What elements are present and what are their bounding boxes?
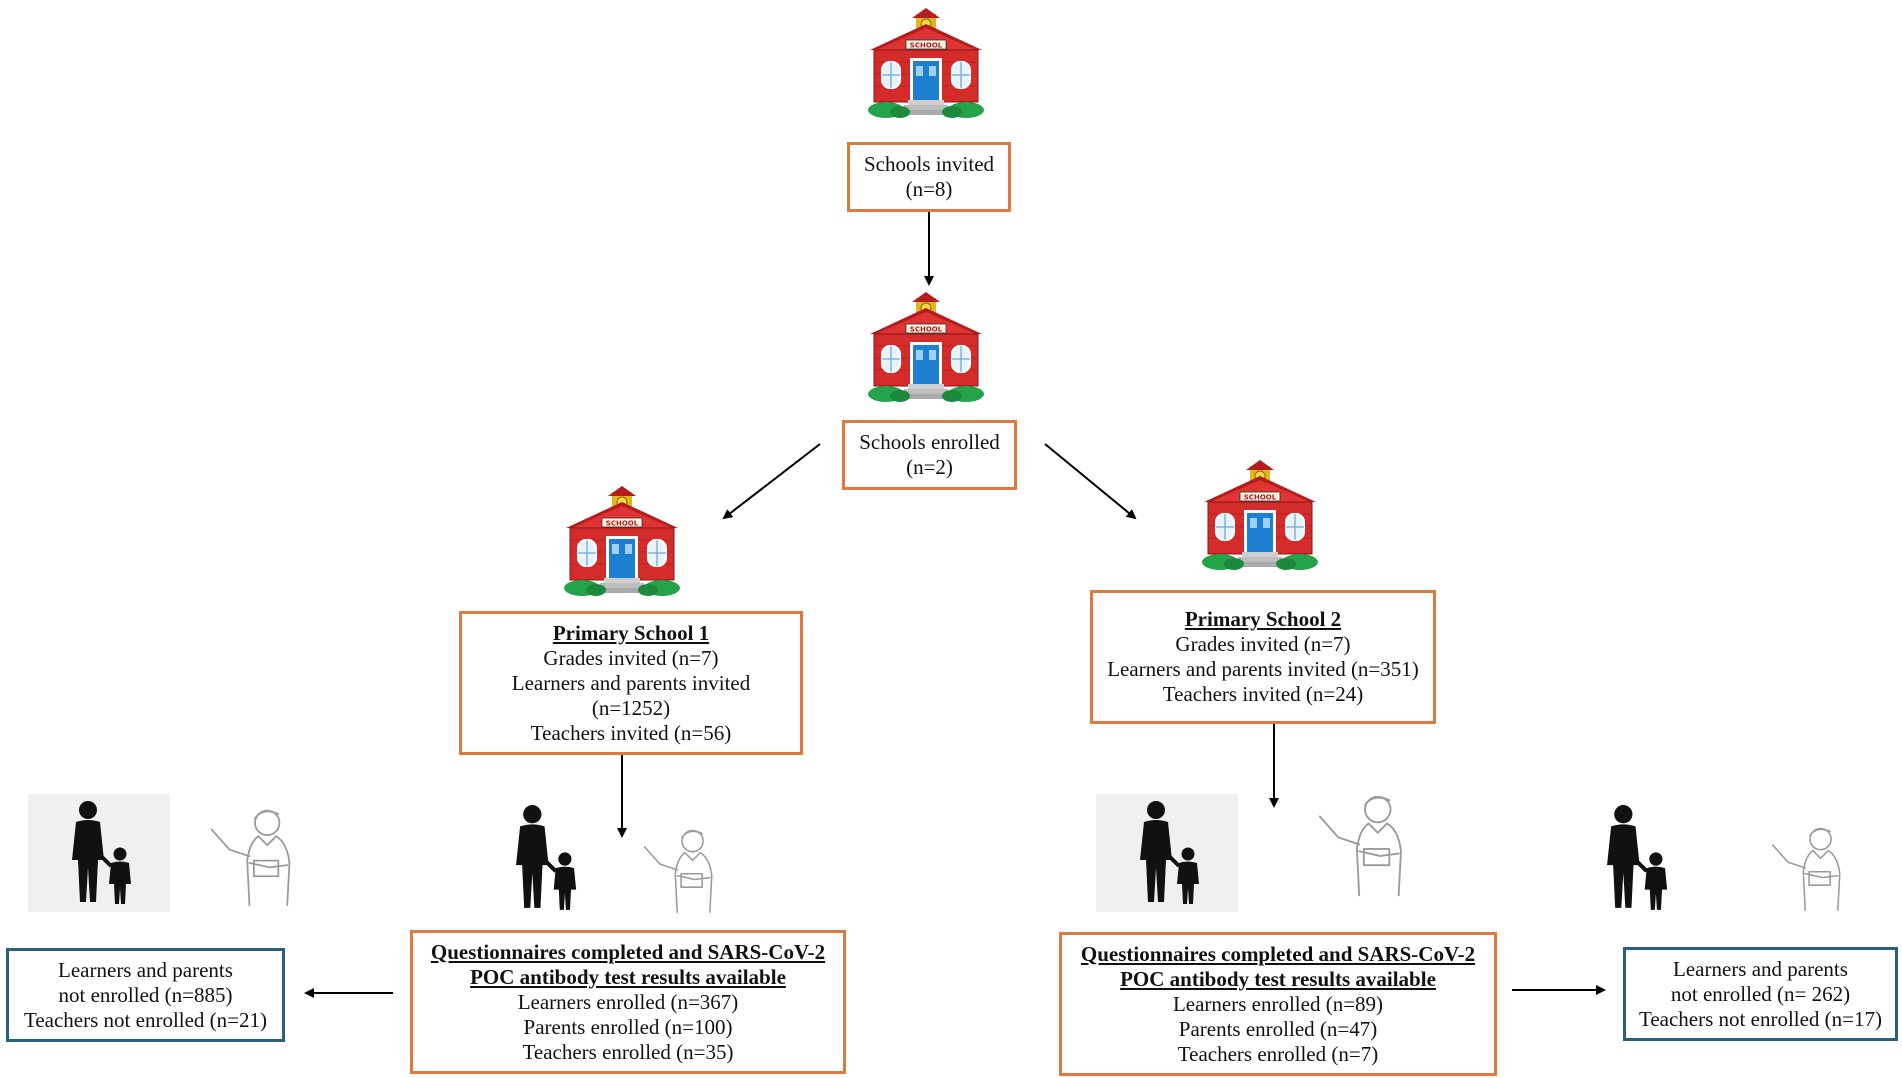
primary-school-2-box: Primary School 2 Grades invited (n=7) Le… xyxy=(1090,590,1436,724)
teacher-icon xyxy=(210,809,291,907)
not-enrolled-2-box: Learners and parents not enrolled (n= 26… xyxy=(1623,947,1898,1041)
teacher-icon xyxy=(643,829,713,914)
results-school-2-box: Questionnaires completed and SARS-CoV-2 … xyxy=(1059,932,1497,1076)
grades-invited-1: Grades invited (n=7) xyxy=(543,645,719,670)
primary-school-1-title: Primary School 1 xyxy=(552,620,710,645)
grades-invited-2: Grades invited (n=7) xyxy=(1175,632,1351,656)
schools-invited-label: Schools invited xyxy=(863,152,995,176)
results-1-title-line1: Questionnaires completed and SARS-CoV-2 xyxy=(430,939,826,964)
teachers-invited-2: Teachers invited (n=24) xyxy=(1162,682,1364,706)
teachers-enrolled-1: Teachers enrolled (n=35) xyxy=(522,1039,734,1064)
not-enrolled-2-line2: not enrolled (n= 262) xyxy=(1670,981,1851,1006)
not-enrolled-2-line1: Learners and parents xyxy=(1673,956,1848,981)
teacher-icon xyxy=(1771,827,1841,912)
not-enrolled-1-box: Learners and parents not enrolled (n=885… xyxy=(6,948,285,1042)
parent-child-icon xyxy=(28,794,170,912)
learners-parents-invited-2: Learners and parents invited (n=351) xyxy=(1107,657,1419,681)
results-2-title-line1: Questionnaires completed and SARS-CoV-2 xyxy=(1080,941,1476,966)
teachers-enrolled-2: Teachers enrolled (n=7) xyxy=(1177,1041,1379,1066)
schools-invited-box: Schools invited (n=8) xyxy=(847,142,1011,212)
school-icon xyxy=(866,6,986,124)
learners-enrolled-1: Learners enrolled (n=367) xyxy=(517,989,739,1014)
arrow-enrolled-to-school2 xyxy=(1044,443,1137,520)
learners-parents-invited-1: Learners and parents invited xyxy=(511,670,751,695)
learners-enrolled-2: Learners enrolled (n=89) xyxy=(1172,991,1384,1016)
schools-enrolled-box: Schools enrolled (n=2) xyxy=(842,420,1017,490)
not-enrolled-1-line2: not enrolled (n=885) xyxy=(58,982,233,1007)
teacher-icon xyxy=(1318,795,1402,897)
school-icon xyxy=(562,484,682,602)
primary-school-2-title: Primary School 2 xyxy=(1184,607,1342,631)
parent-child-icon xyxy=(495,800,595,918)
not-enrolled-1-line3: Teachers not enrolled (n=21) xyxy=(23,1007,268,1032)
primary-school-1-box: Primary School 1 Grades invited (n=7) Le… xyxy=(459,611,803,755)
schools-enrolled-count: (n=2) xyxy=(906,455,953,479)
not-enrolled-2-line3: Teachers not enrolled (n=17) xyxy=(1638,1006,1883,1031)
schools-enrolled-label: Schools enrolled xyxy=(859,430,1000,454)
teachers-invited-1: Teachers invited (n=56) xyxy=(530,720,732,745)
arrow-enrolled-to-school1 xyxy=(722,443,821,520)
learners-parents-invited-1-count: (n=1252) xyxy=(591,695,671,720)
parent-child-icon xyxy=(1586,800,1686,918)
not-enrolled-1-line1: Learners and parents xyxy=(58,957,233,982)
results-school-1-box: Questionnaires completed and SARS-CoV-2 … xyxy=(410,930,846,1074)
parents-enrolled-1: Parents enrolled (n=100) xyxy=(523,1014,733,1039)
results-1-title-line2: POC antibody test results available xyxy=(470,964,786,989)
school-icon xyxy=(1200,458,1320,576)
results-2-title-line2: POC antibody test results available xyxy=(1120,966,1436,991)
school-icon xyxy=(866,290,986,408)
parents-enrolled-2: Parents enrolled (n=47) xyxy=(1178,1016,1378,1041)
parent-child-icon xyxy=(1096,794,1238,912)
schools-invited-count: (n=8) xyxy=(905,177,953,201)
